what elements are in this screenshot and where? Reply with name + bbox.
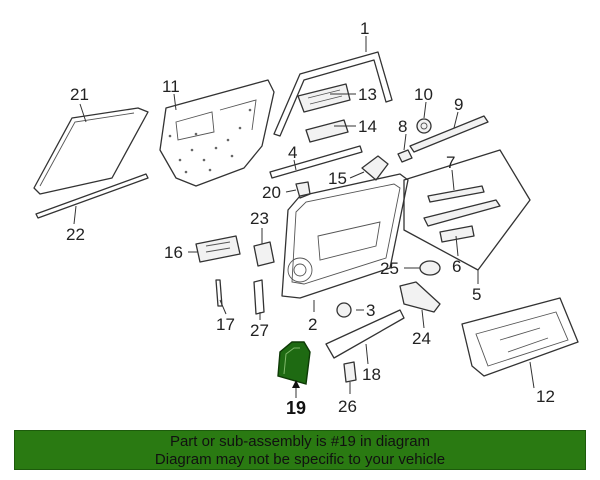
part-15-switch-base [361, 155, 389, 181]
callout-8: 8 [398, 117, 407, 136]
part-2-door-trim-panel [281, 173, 409, 299]
callout-16: 16 [164, 243, 183, 262]
part-1-frame-trim [273, 51, 393, 137]
callout-4: 4 [288, 143, 297, 162]
callout-11: 11 [162, 77, 180, 96]
part-24-bracket [399, 281, 441, 313]
part-19-highlighted[interactable] [277, 341, 311, 385]
part-23-switch [253, 241, 275, 267]
callout-15: 15 [328, 169, 347, 188]
callout-13: 13 [358, 85, 377, 104]
part-16-latch [195, 235, 241, 263]
callout-24: 24 [412, 329, 431, 348]
callout-5: 5 [472, 285, 481, 304]
part-26-clip [343, 361, 357, 383]
part-17-rod [215, 279, 223, 307]
callout-1: 1 [360, 19, 369, 38]
callout-12: 12 [536, 387, 555, 406]
callout-22: 22 [66, 225, 85, 244]
info-banner: Part or sub-assembly is #19 in diagram D… [14, 430, 586, 470]
part-7-armrest-cap [427, 185, 485, 203]
part-5-armrest-group [403, 149, 531, 271]
part-9-trim-strip [409, 115, 489, 153]
part-11-insulator [159, 79, 275, 187]
callout-19[interactable]: 19 [286, 398, 306, 418]
callout-6: 6 [452, 257, 461, 276]
part-27-bracket [253, 279, 265, 315]
part-21-door-glass [33, 107, 149, 195]
callout-21: 21 [70, 85, 89, 104]
callout-14: 14 [358, 117, 377, 136]
callout-17: 17 [216, 315, 235, 334]
part-12-panel [461, 297, 579, 377]
part-13-handle-bezel [297, 83, 351, 113]
callout-3: 3 [366, 301, 375, 320]
banner-line-1: Part or sub-assembly is #19 in diagram [169, 433, 431, 450]
callout-26: 26 [338, 397, 357, 416]
part-4-trim-strip [269, 145, 363, 179]
callout-numbers: 1 2 3 4 5 6 7 8 9 10 11 12 13 14 15 16 1… [66, 19, 555, 418]
part-22-weatherstrip [35, 173, 149, 219]
callout-2: 2 [308, 315, 317, 334]
part-10-cap [416, 118, 432, 134]
callout-23: 23 [250, 209, 269, 228]
callout-9: 9 [454, 95, 463, 114]
leader-lines [73, 36, 535, 398]
banner-line-2: Diagram may not be specific to your vehi… [154, 451, 446, 468]
part-18-lower-trim [325, 309, 405, 359]
part-8-clip [397, 149, 413, 163]
part-6-switch-panel [423, 199, 501, 243]
callout-20: 20 [262, 183, 281, 202]
callout-7: 7 [446, 153, 455, 172]
part-3-push-clip [336, 302, 352, 318]
callout-18: 18 [362, 365, 381, 384]
part-25-socket [419, 260, 441, 276]
callout-10: 10 [414, 85, 433, 104]
callout-25: 25 [380, 259, 399, 278]
part-14-pull-handle [305, 119, 349, 143]
callout-27: 27 [250, 321, 269, 340]
parts-diagram: 1 2 3 4 5 6 7 8 9 10 11 12 13 14 15 16 1… [33, 19, 579, 418]
